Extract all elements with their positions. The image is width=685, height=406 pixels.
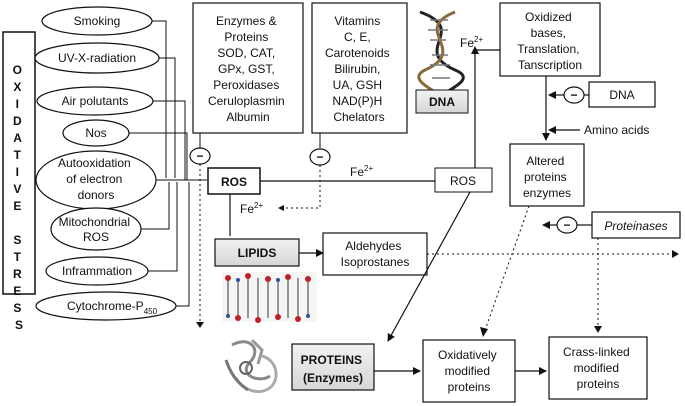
inhibit-proteinases-icon: − (556, 216, 578, 234)
altered-to-oxmod-dotted (483, 205, 530, 334)
cross-linked-text: Crass-linked modified proteins (563, 345, 633, 391)
amino-acids-label: Amino acids (584, 123, 649, 137)
altered-proteins-text: Altered proteins enzymes (523, 154, 571, 200)
inhibit-vitamins-icon: − (309, 148, 331, 166)
inhibit-dna-icon: − (563, 86, 585, 104)
svg-text:−: − (563, 218, 570, 232)
source-nos-label: Nos (85, 126, 106, 140)
vitamins-box (311, 2, 408, 134)
ros-to-oxidized-line (474, 49, 500, 168)
oxidized-bases-box (499, 2, 601, 77)
aldehydes-box (322, 232, 428, 276)
lipids-box (214, 238, 300, 267)
aldehydes-dotted-arrowhead (672, 250, 679, 258)
oxidatively-modified-box (422, 339, 516, 403)
protein-structure-icon (224, 338, 278, 394)
altered-dotted-arrowhead (480, 327, 488, 337)
lipid-bilayer-icon (222, 272, 317, 323)
proteins-box (291, 343, 375, 391)
vitamins-text: Vitamins C, E, Carotenoids Bilirubin, UA… (325, 14, 393, 124)
proteins-text: PROTEINS (Enzymes) (301, 353, 366, 385)
inhibit-enzymes-icon: − (189, 147, 211, 165)
aldehydes-text: Aldehydes Isoprostanes (341, 239, 410, 269)
fe-label-lipids: Fe2+ (240, 201, 263, 216)
svg-text:−: − (316, 150, 323, 164)
fe-label-ros: Fe2+ (350, 164, 373, 179)
source-inflammation-label: Inframmation (62, 264, 132, 278)
enzymes-proteins-box (192, 2, 304, 134)
dotted-arrowhead-down (196, 322, 204, 328)
source-smoking-label: Smoking (74, 14, 121, 28)
dna-helix-icon (417, 10, 465, 97)
oxidative-stress-box: O X I D A T I V E S T R E S S (2, 31, 36, 332)
oxidized-bases-text: Oxidized bases, Translation, Tanscriptio… (517, 10, 583, 72)
dotted-arrowhead-left (278, 205, 284, 211)
dna-label: DNA (429, 95, 455, 109)
ros-right-box (434, 167, 493, 193)
proteinases-label: Proteinases (604, 219, 667, 233)
source-connectors (129, 20, 207, 307)
svg-text:−: − (196, 149, 203, 163)
source-mitochondrial-label: Mitochondrial ROS (59, 215, 134, 244)
oxidatively-modified-text: Oxidatively modified proteins (438, 348, 500, 394)
dna-box-label: DNA (609, 88, 634, 102)
fe-label-dna: Fe2+ (460, 35, 483, 50)
source-cytochrome-label: Cytochrome-P450 (67, 299, 158, 316)
enzymes-proteins-text: Enzymes & Proteins SOD, CAT, GPx, GST, P… (208, 14, 288, 124)
lipids-label: LIPIDS (238, 246, 277, 260)
dna-label-box (415, 89, 469, 114)
source-autooxidation-label: Autooxidation of electron donors (58, 156, 134, 202)
svg-text:−: − (570, 88, 577, 102)
ros-left-label: ROS (221, 175, 247, 189)
proteinases-dotted-arrowhead (594, 326, 602, 333)
oxidative-stress-label: O X I D A T I V E S T R E S S (13, 63, 26, 332)
source-air-label: Air polutants (62, 94, 129, 108)
inhibition-connectors (199, 133, 321, 326)
ros-to-proteins-arrow (387, 191, 471, 342)
cross-linked-box (548, 336, 648, 400)
dna-box (588, 81, 656, 108)
source-uv-label: UV-X-radiation (58, 51, 136, 65)
altered-proteins-box (509, 143, 585, 207)
ros-right-label: ROS (450, 174, 476, 188)
